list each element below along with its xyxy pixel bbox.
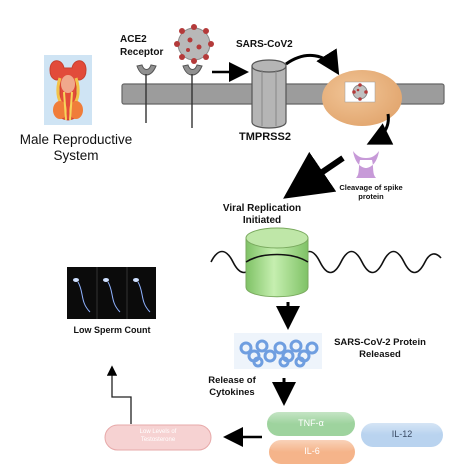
- release-cytokines-line2: Cytokines: [209, 387, 255, 398]
- arrow-to-sperm-count: [106, 365, 132, 424]
- male-repro-title-line1: Male Reproductive: [19, 132, 133, 147]
- ace2-receptor-left: [136, 64, 157, 123]
- ace2-receptor-right: [182, 64, 203, 128]
- arrow-to-host-cell: [285, 48, 340, 76]
- low-testosterone-line1: Low Levels of: [139, 429, 177, 435]
- ace2-receptor-label: ACE2 Receptor: [120, 34, 164, 58]
- low-testosterone-line2: Testosterone: [140, 437, 176, 443]
- cleavage-label-line1: Cleavage of spike: [339, 183, 403, 192]
- viral-replication-line2: Initiated: [242, 215, 282, 226]
- protein-released-line1: SARS-CoV-2 Protein: [334, 337, 426, 348]
- tnf-alpha-label: TNF-α: [298, 418, 324, 428]
- protein-cluster-image: [234, 333, 322, 369]
- spike-cleavage-shape: [353, 151, 379, 178]
- cleavage-label-line2: protein: [358, 192, 384, 201]
- tmprss2-channel: [251, 59, 287, 129]
- arrow-to-replication: [283, 151, 345, 199]
- il6-label: IL-6: [304, 446, 320, 456]
- il12-label: IL-12: [391, 429, 413, 439]
- host-cell: [322, 70, 402, 126]
- replication-cylinder: [245, 227, 309, 298]
- protein-released-line2: Released: [359, 349, 401, 360]
- low-sperm-count-label: Low Sperm Count: [73, 325, 151, 335]
- viral-replication-line1: Viral Replication: [222, 203, 302, 214]
- sars-cov2-virus-image: [166, 24, 222, 64]
- sperm-microscopy-image: [67, 267, 156, 319]
- release-cytokines-line1: Release of: [208, 375, 256, 386]
- arrow-to-cleavage: [366, 113, 394, 145]
- male-repro-title-line2: System: [53, 148, 99, 163]
- low-testosterone-pill: [104, 424, 212, 451]
- male-reproductive-system-image: [44, 55, 92, 125]
- sars-cov2-label: SARS-CoV2: [236, 39, 293, 50]
- tmprss2-label: TMPRSS2: [239, 131, 291, 143]
